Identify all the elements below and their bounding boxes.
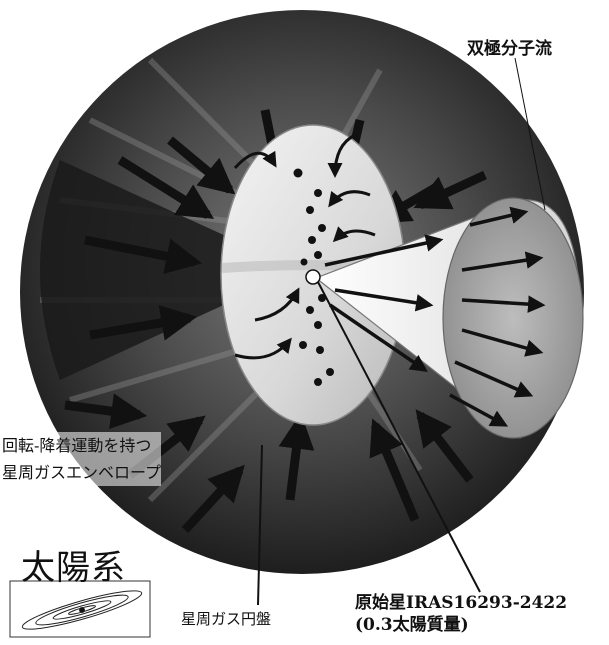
solar-system-title: 太陽系 [21,540,126,589]
bipolar-outflow-label: 双極分子流 [467,34,552,59]
protostar-label: 原始星IRAS16293-2422 (0.3太陽質量) [355,592,567,636]
protostar-label-line-2: (0.3太陽質量) [355,614,567,636]
envelope-label-line-2: 星周ガスエンベロープ [2,459,161,486]
protostar-label-line-1: 原始星IRAS16293-2422 [355,592,567,614]
disk-label: 星周ガス円盤 [181,608,271,629]
envelope-label-line-1: 回転-降着運動を持つ [2,432,161,459]
solar-system-inset [10,581,150,637]
envelope-label: 回転-降着運動を持つ 星周ガスエンベロープ [2,432,161,486]
protostar-icon [306,270,320,284]
